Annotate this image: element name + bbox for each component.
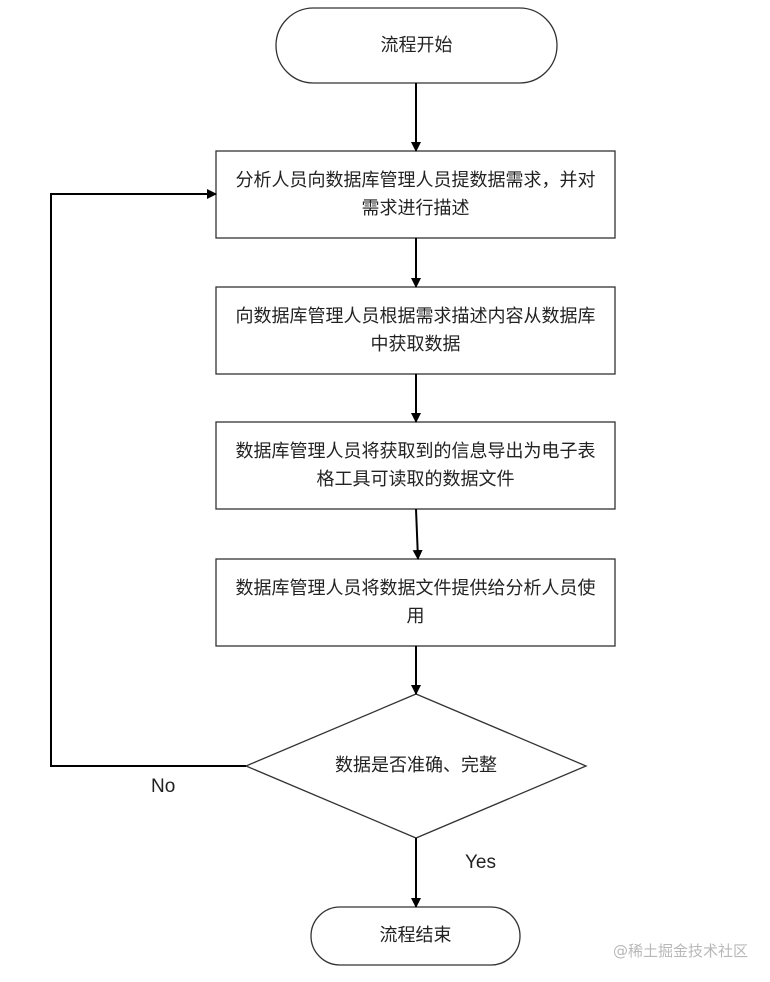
no-edge-label: No — [151, 776, 176, 797]
watermark-text: @稀土掘金技术社区 — [612, 942, 748, 960]
yes-edge-label: Yes — [465, 852, 496, 873]
step1-label: 分析人员向数据库管理人员提数据需求，并对需求进行描述 — [235, 169, 596, 219]
arrow-step3-to-step4 — [412, 508, 423, 560]
start-label: 流程开始 — [380, 34, 453, 56]
step3-label: 数据库管理人员将获取到的信息导出为电子表格工具可读取的数据文件 — [235, 440, 596, 490]
step3-box — [215, 421, 616, 510]
step4-box — [215, 558, 616, 647]
step1-box — [215, 150, 616, 239]
arrow-decision-no-loop — [50, 189, 246, 767]
decision-label: 数据是否准确、完整 — [335, 755, 497, 776]
step2-label: 向数据库管理人员根据需求描述内容从数据库中获取数据 — [235, 305, 596, 355]
end-label: 流程结束 — [379, 925, 452, 946]
step4-label: 数据库管理人员将数据文件提供给分析人员使用 — [235, 577, 596, 627]
